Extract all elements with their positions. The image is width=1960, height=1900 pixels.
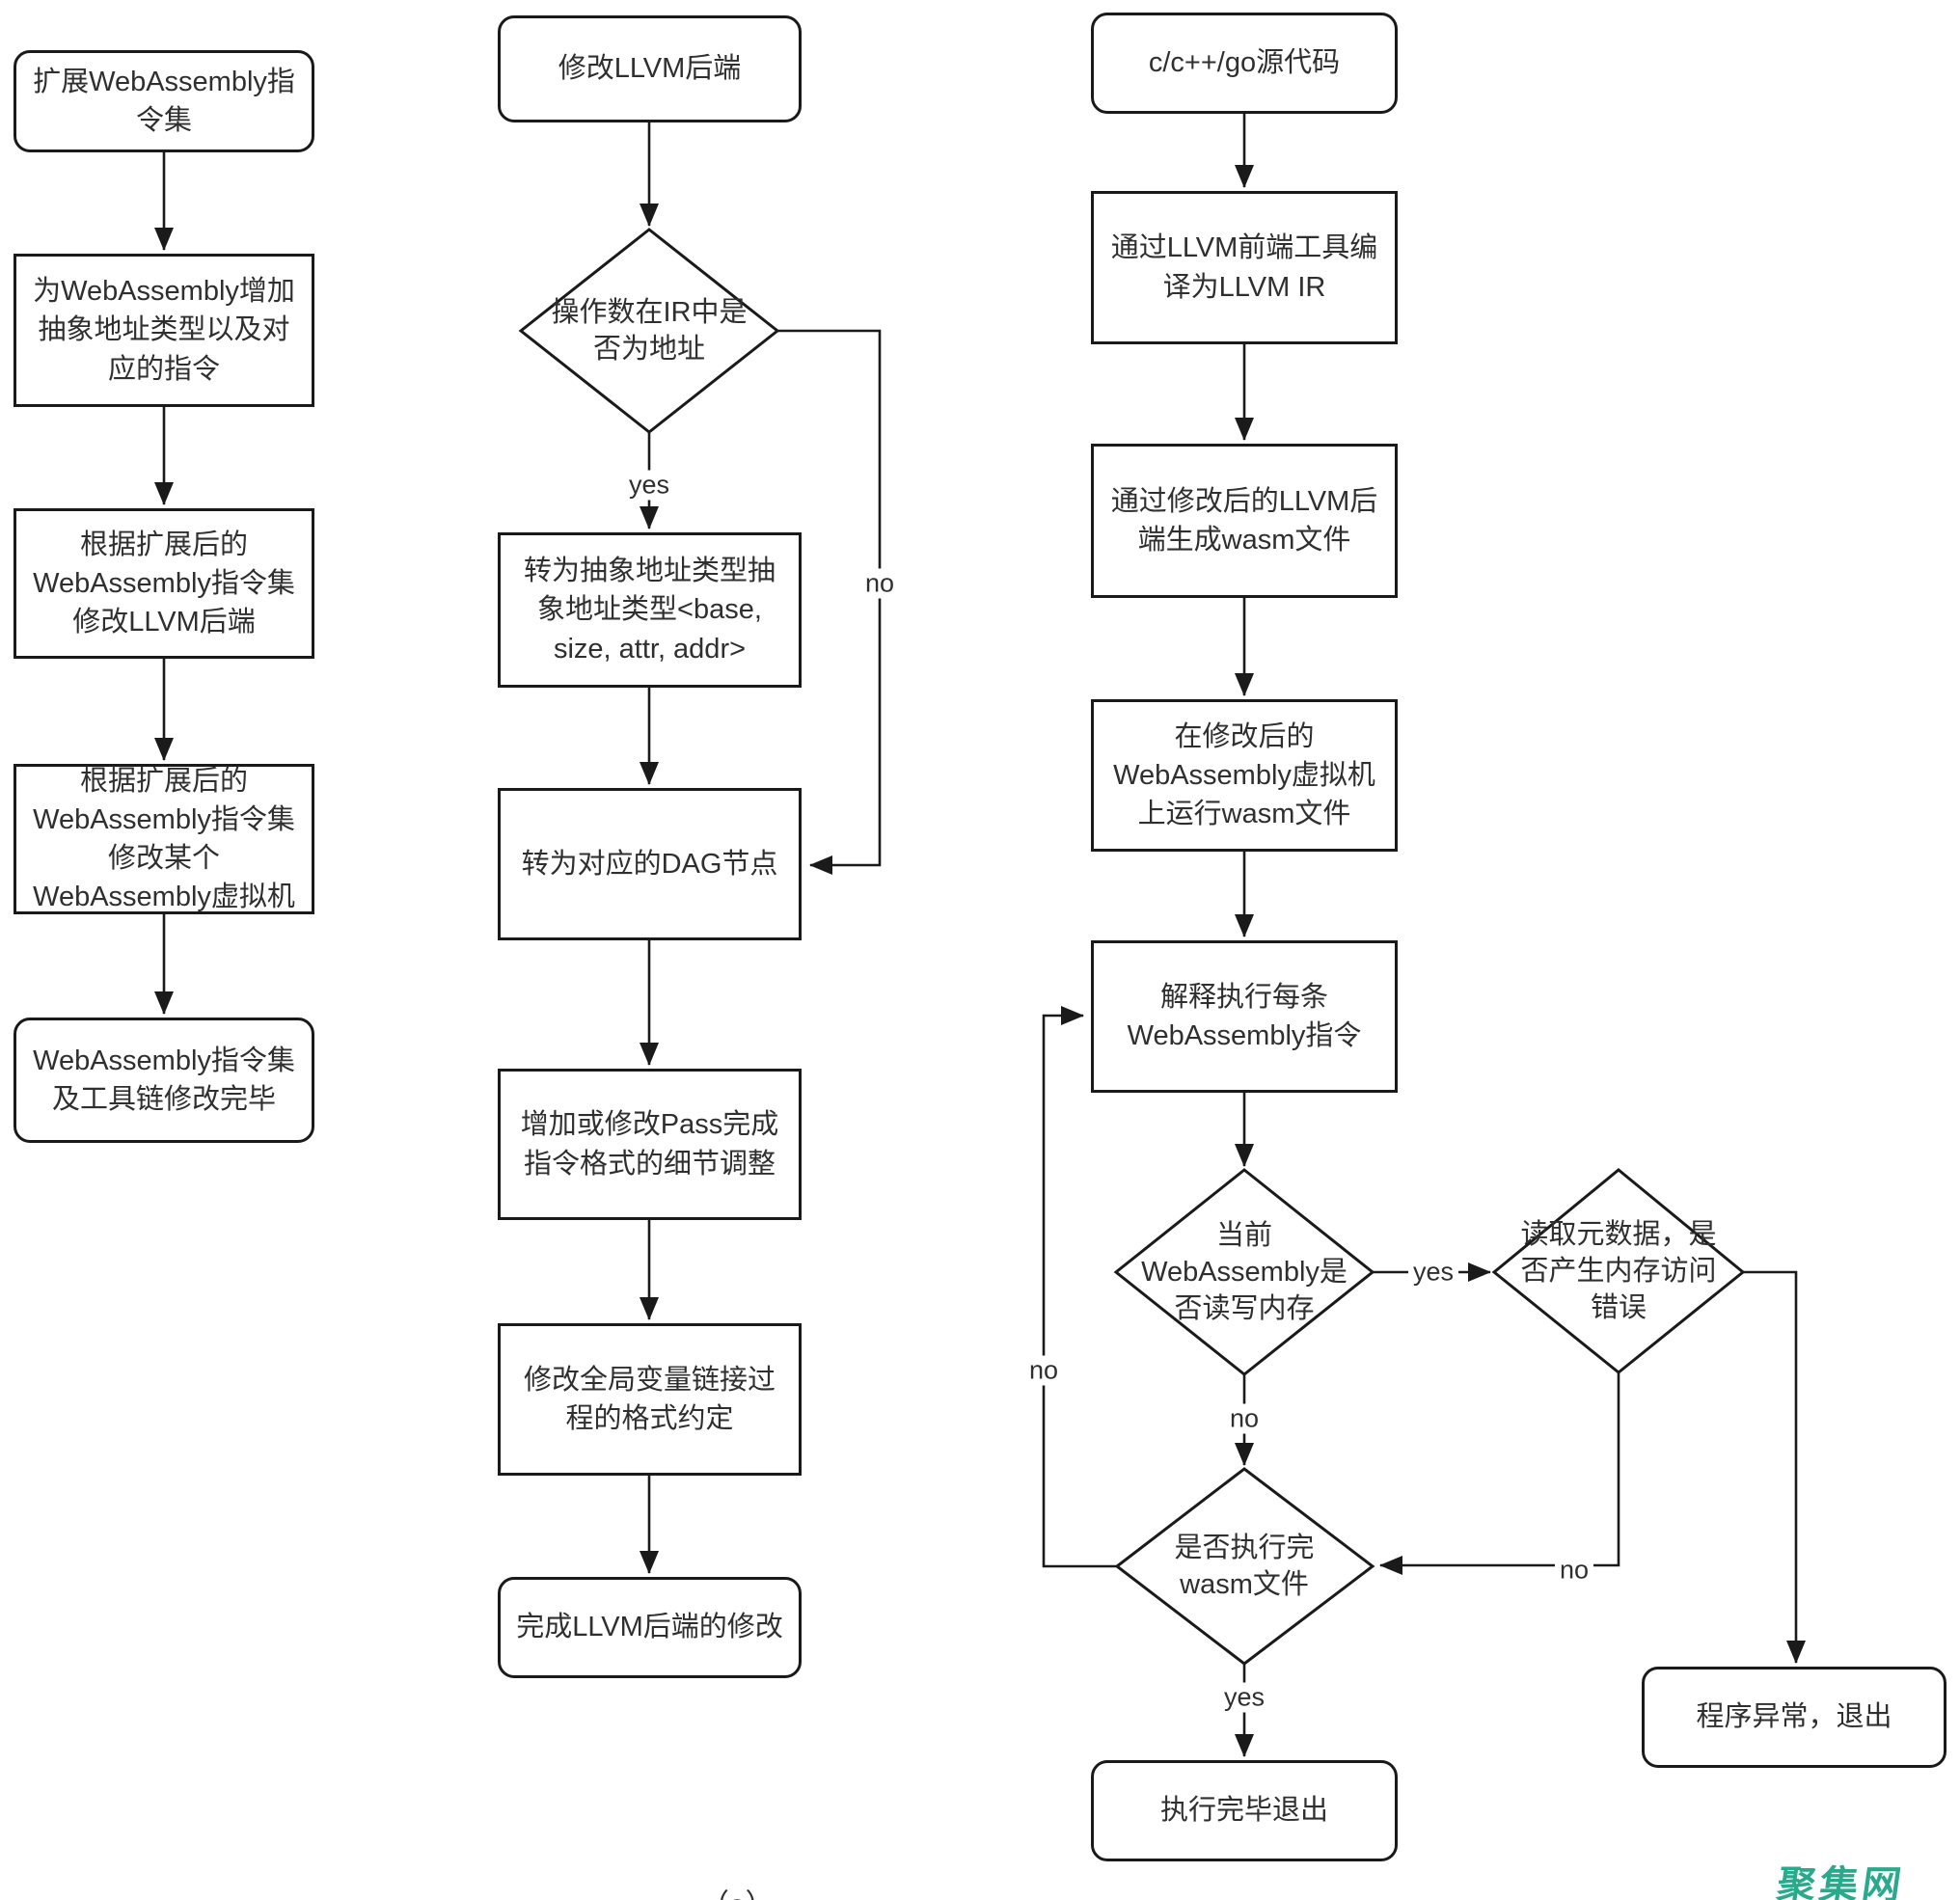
node-add-abstract-addr-type: 为WebAssembly增加 抽象地址类型以及对 应的指令: [14, 254, 314, 407]
decision-operand-is-address-label: 操作数在IR中是 否为地址: [551, 296, 748, 365]
node-compile-to-llvm-ir: 通过LLVM前端工具编 译为LLVM IR: [1091, 191, 1398, 344]
node-exit-abnormal: 程序异常，退出: [1642, 1667, 1946, 1768]
watermark: 聚集网: [1774, 1864, 1908, 1900]
node-source-code: c/c++/go源代码: [1091, 13, 1398, 114]
node-interpret-each-instruction: 解释执行每条 WebAssembly指令: [1091, 940, 1398, 1093]
node-modify-global-var-linking: 修改全局变量链接过 程的格式约定: [498, 1323, 802, 1476]
node-modify-wasm-vm-per-isa: 根据扩展后的 WebAssembly指令集 修改某个 WebAssembly虚拟…: [14, 764, 314, 914]
decision-metadata-memory-error-label: 读取元数据，是 否产生内存访问 错误: [1520, 1218, 1717, 1324]
decision-operand-is-address: [518, 228, 780, 434]
node-modify-llvm-backend-start: 修改LLVM后端: [498, 15, 802, 122]
flow-edges: [154, 114, 1806, 1757]
node-modify-llvm-backend-per-isa: 根据扩展后的 WebAssembly指令集 修改LLVM后端: [14, 508, 314, 659]
node-isa-toolchain-done: WebAssembly指令集 及工具链修改完毕: [14, 1018, 314, 1143]
edge-label-yes: yes: [623, 470, 675, 501]
node-expand-wasm-isa: 扩展WebAssembly指 令集: [14, 50, 314, 152]
edge-label-no: no: [1023, 1355, 1064, 1386]
edge-label-yes: yes: [1218, 1682, 1270, 1713]
edge-label-yes: yes: [1407, 1257, 1459, 1288]
node-convert-dag-node: 转为对应的DAG节点: [498, 788, 802, 940]
edge-label-no: no: [1224, 1403, 1265, 1434]
node-run-wasm-on-vm: 在修改后的 WebAssembly虚拟机 上运行wasm文件: [1091, 699, 1398, 852]
decision-wasm-finished: [1114, 1467, 1375, 1666]
decision-wasm-finished-label: 是否执行完 wasm文件: [1174, 1532, 1315, 1600]
node-llvm-backend-done: 完成LLVM后端的修改: [498, 1577, 802, 1678]
edge-label-no: no: [1554, 1555, 1594, 1586]
node-convert-abstract-addr-type: 转为抽象地址类型抽 象地址类型<base, size, attr, addr>: [498, 532, 802, 688]
node-add-modify-pass: 增加或修改Pass完成 指令格式的细节调整: [498, 1069, 802, 1220]
decision-metadata-memory-error: [1491, 1168, 1746, 1374]
node-exit-normal: 执行完毕退出: [1091, 1760, 1398, 1861]
edge-label-no: no: [859, 568, 900, 599]
decision-reads-writes-memory: [1113, 1168, 1375, 1376]
decision-reads-writes-memory-label: 当前 WebAssembly是 否读写内存: [1141, 1219, 1348, 1325]
node-generate-wasm: 通过修改后的LLVM后 端生成wasm文件: [1091, 444, 1398, 598]
figure-caption: （a）: [700, 1881, 775, 1900]
